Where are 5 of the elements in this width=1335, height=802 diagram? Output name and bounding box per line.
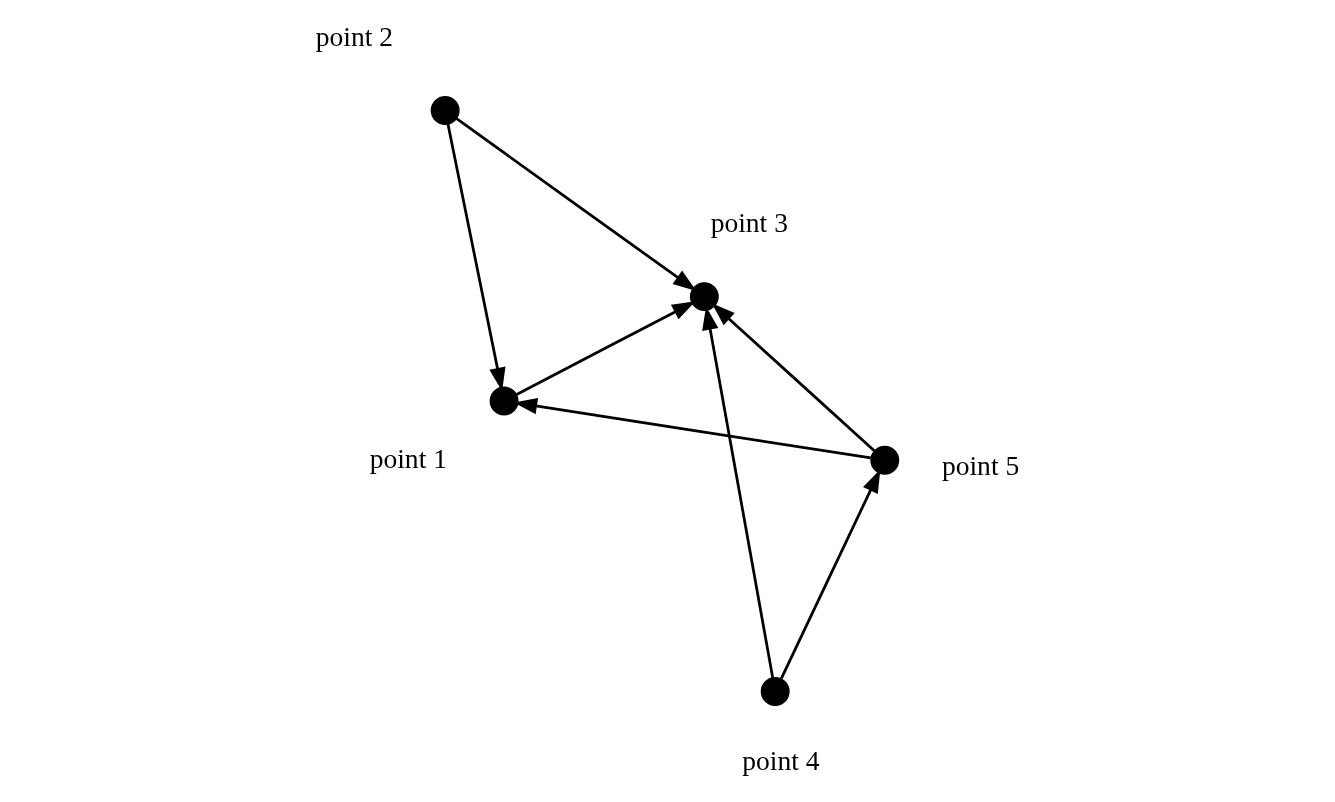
node-label: point 5: [941, 449, 1020, 481]
node-label: point 2: [315, 20, 394, 52]
node-label: point 1: [369, 442, 447, 474]
node-label: point 4: [742, 745, 820, 777]
node-label: point 3: [710, 206, 788, 238]
